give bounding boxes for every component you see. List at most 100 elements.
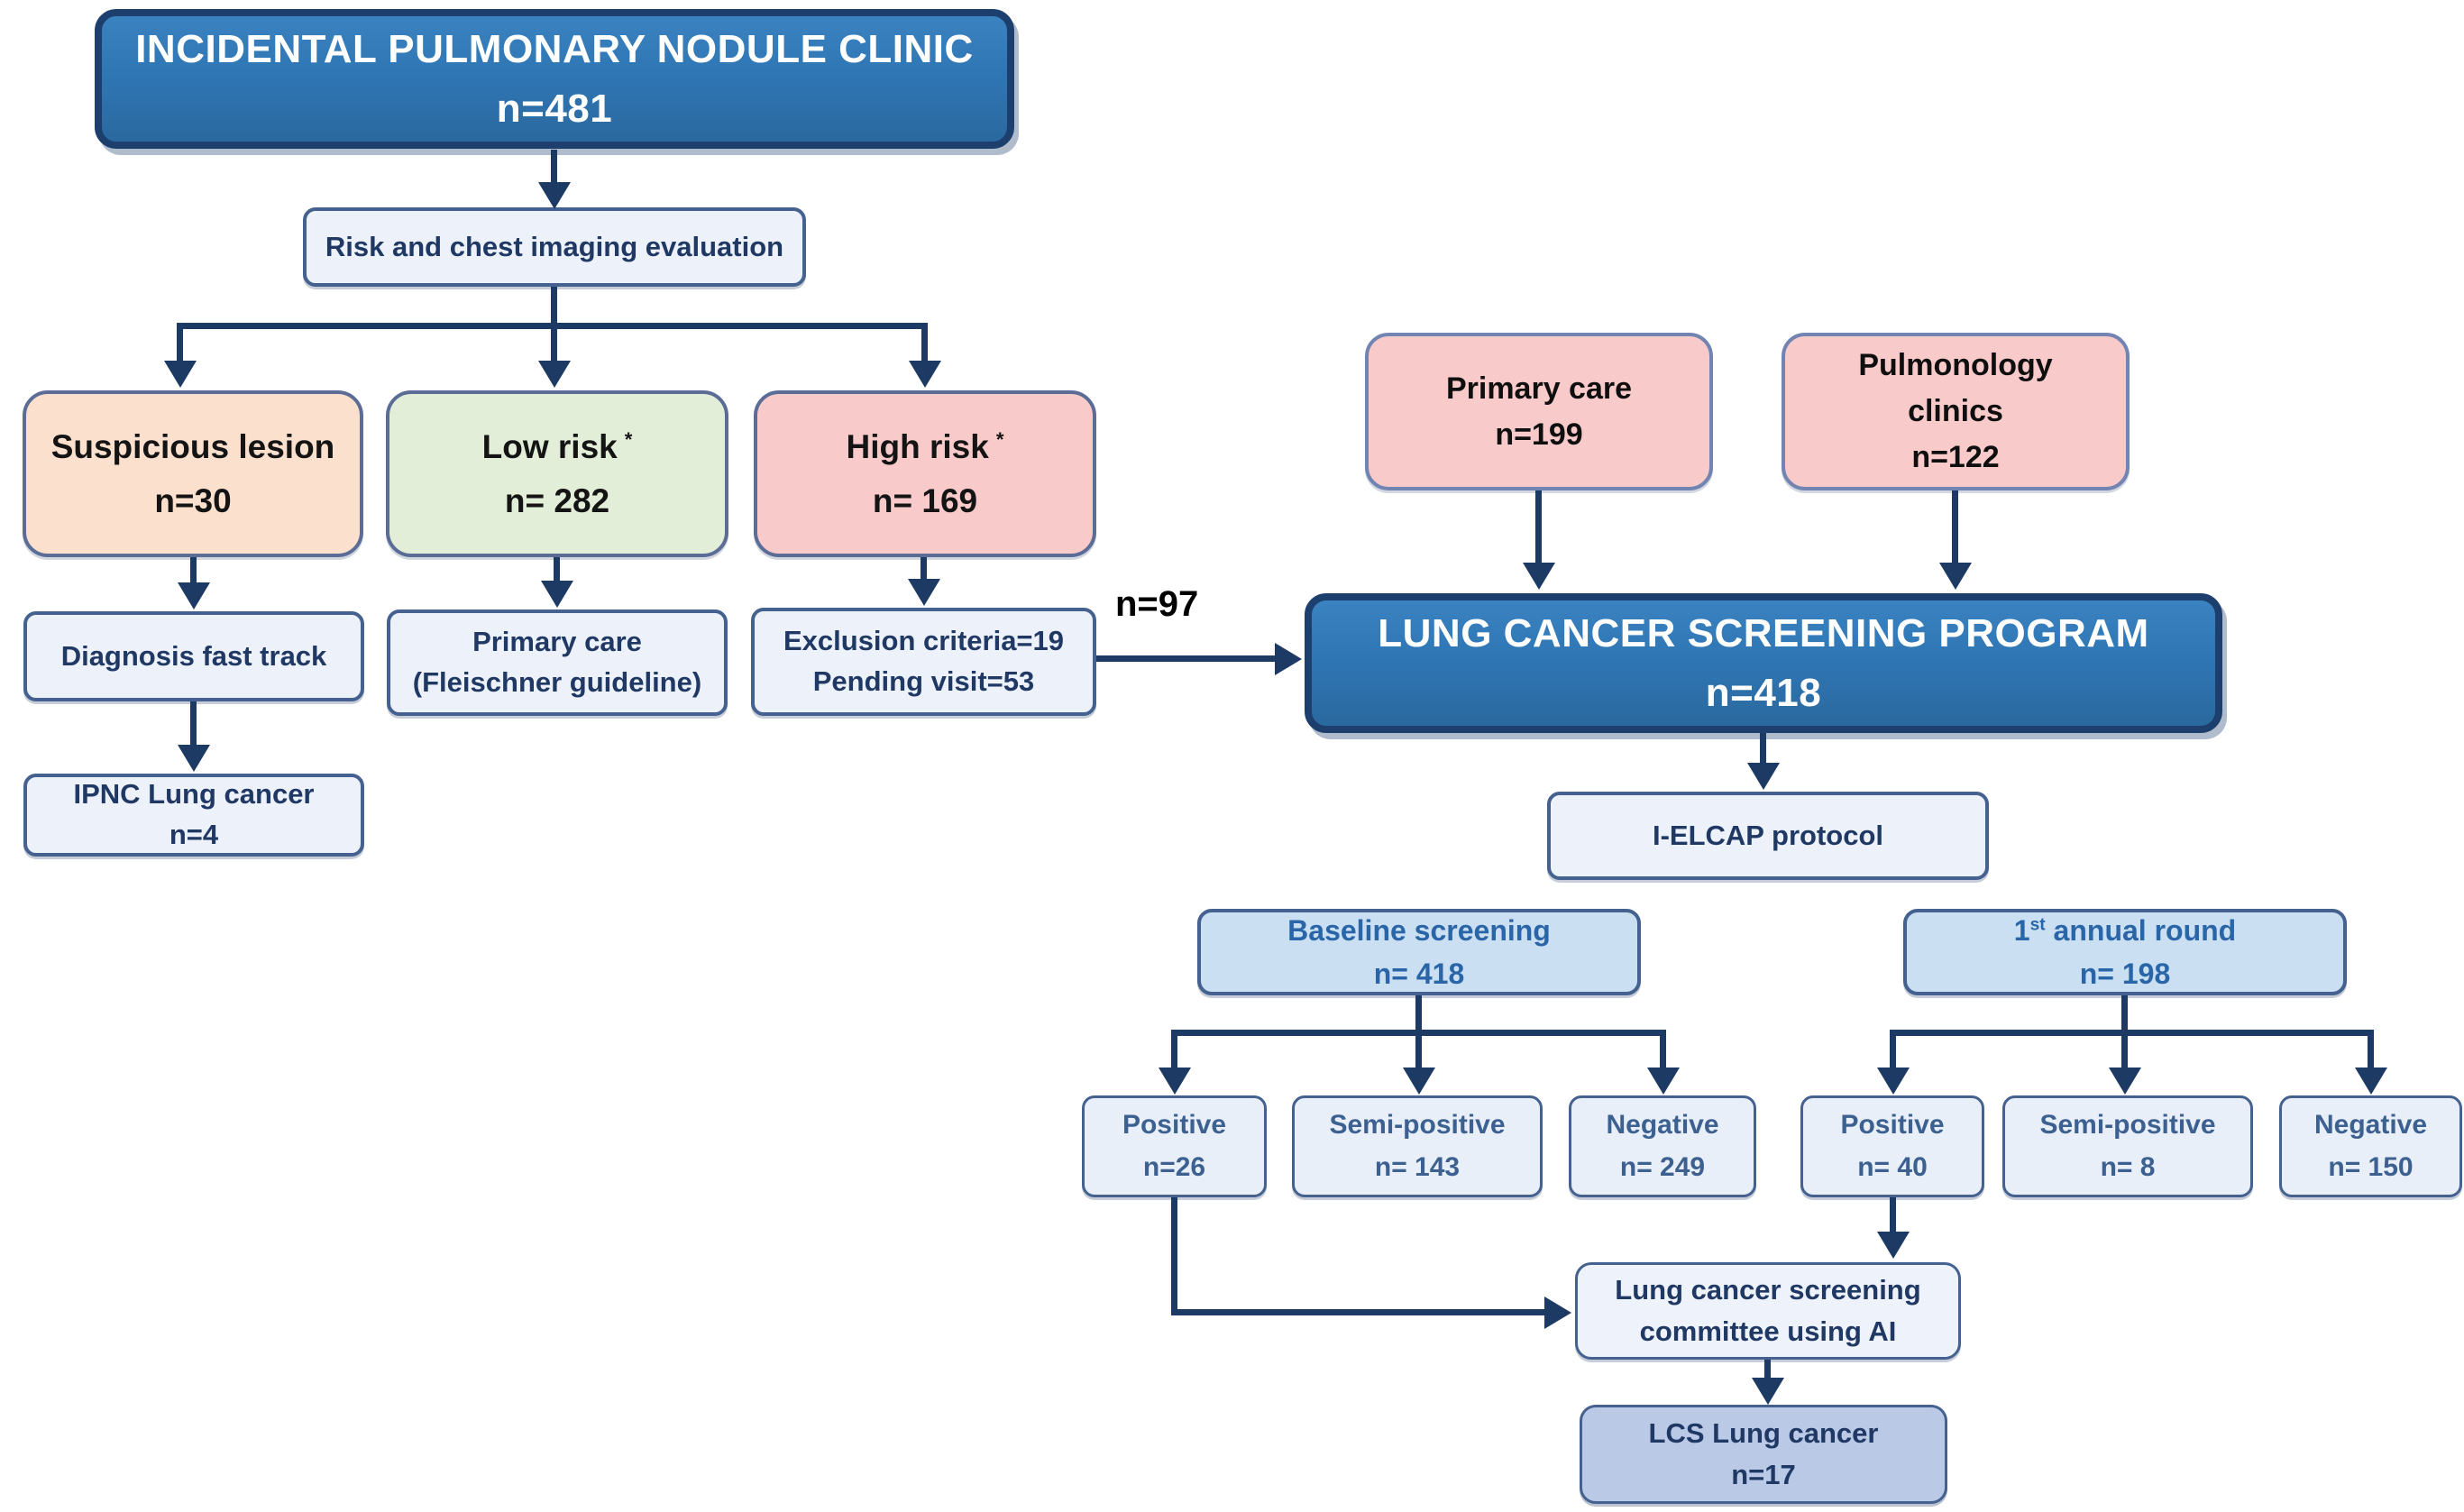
arrowhead-down-icon	[909, 361, 941, 388]
suspicious-lesion-count: n=30	[154, 481, 232, 519]
arrowhead-down-icon	[1159, 1068, 1191, 1095]
arrowhead-right-icon	[1544, 1297, 1571, 1329]
connector-line	[1660, 1030, 1666, 1071]
connector-line	[554, 557, 560, 584]
screening-committee-line1: Lung cancer screening	[1615, 1273, 1921, 1306]
arrowhead-down-icon	[538, 182, 571, 209]
arrowhead-down-icon	[1752, 1378, 1784, 1405]
connector-line	[1890, 1030, 2374, 1036]
baseline-semi-positive-count: n= 143	[1374, 1151, 1461, 1182]
exclusion-criteria-box: Exclusion criteria=19 Pending visit=53	[751, 608, 1096, 716]
lcs-lung-cancer-box: LCS Lung cancer n=17	[1580, 1405, 1947, 1504]
ipnc-clinic-count: n=481	[496, 86, 613, 131]
connector-line	[1415, 1036, 1422, 1071]
baseline-negative-title: Negative	[1606, 1110, 1719, 1140]
first-annual-round-count: n= 198	[2079, 958, 2171, 990]
baseline-screening-box: Baseline screening n= 418	[1197, 909, 1641, 995]
connector-line	[921, 557, 927, 582]
connector-line	[551, 287, 557, 329]
exclusion-criteria-line2: Pending visit=53	[812, 665, 1035, 697]
screening-committee-box: Lung cancer screening committee using AI	[1575, 1262, 1961, 1360]
annual-negative-count: n= 150	[2328, 1151, 2414, 1182]
high-risk-count: n= 169	[872, 481, 978, 519]
annual-positive-count: n= 40	[1857, 1151, 1928, 1182]
n97-flow-label: n=97	[1115, 584, 1199, 624]
low-risk-count: n= 282	[504, 481, 610, 519]
suspicious-lesion-box: Suspicious lesion n=30	[23, 390, 363, 557]
annual-positive-box: Positive n= 40	[1800, 1095, 1984, 1197]
first-annual-number: 1	[2013, 914, 2030, 947]
connector-line	[2121, 1036, 2128, 1071]
first-annual-round-box: 1st annual round n= 198	[1903, 909, 2347, 995]
arrowhead-down-icon	[164, 361, 197, 388]
arrowhead-down-icon	[178, 582, 210, 609]
high-risk-box: High risk* n= 169	[754, 390, 1096, 557]
annual-negative-title: Negative	[2313, 1110, 2428, 1140]
connector-line	[1171, 1197, 1177, 1315]
primary-care-source-box: Primary care n=199	[1365, 333, 1713, 490]
primary-care-fleischner-line2: (Fleischner guideline)	[412, 666, 702, 698]
connector-line	[1890, 1030, 1896, 1071]
baseline-semi-positive-title: Semi-positive	[1329, 1110, 1506, 1140]
primary-care-fleischner-box: Primary care (Fleischner guideline)	[387, 609, 728, 716]
diagnosis-fast-track-box: Diagnosis fast track	[23, 611, 364, 701]
connector-line	[1171, 1030, 1177, 1071]
low-risk-box: Low risk* n= 282	[386, 390, 728, 557]
ipnc-lung-cancer-count: n=4	[169, 819, 219, 850]
baseline-semi-positive-box: Semi-positive n= 143	[1292, 1095, 1543, 1197]
connector-line	[1760, 733, 1766, 766]
first-annual-ordinal: st	[2029, 915, 2046, 935]
annual-positive-title: Positive	[1840, 1110, 1945, 1140]
arrowhead-down-icon	[1877, 1232, 1910, 1259]
pulmonology-clinics-line2: clinics	[1908, 394, 2003, 428]
arrowhead-down-icon	[1523, 563, 1555, 590]
connector-line	[190, 557, 197, 586]
arrowhead-down-icon	[1747, 763, 1780, 790]
baseline-negative-count: n= 249	[1619, 1151, 1706, 1182]
connector-line	[2121, 995, 2128, 1033]
baseline-positive-title: Positive	[1122, 1110, 1227, 1140]
connector-line	[1096, 655, 1278, 662]
high-risk-title: High risk	[846, 428, 989, 466]
connector-line	[1952, 490, 1958, 564]
pulmonology-clinics-count: n=122	[1911, 440, 2000, 474]
low-risk-title: Low risk	[481, 428, 618, 466]
high-risk-title-line: High risk*	[847, 420, 1004, 473]
first-annual-round-title: 1st annual round	[2014, 909, 2236, 952]
high-risk-footnote-marker: *	[995, 427, 1004, 451]
arrowhead-down-icon	[178, 745, 210, 772]
baseline-positive-count: n=26	[1142, 1151, 1206, 1182]
screening-committee-line2: committee using AI	[1639, 1315, 1897, 1347]
risk-evaluation-box: Risk and chest imaging evaluation	[303, 207, 806, 287]
baseline-positive-box: Positive n=26	[1082, 1095, 1267, 1197]
connector-line	[1764, 1360, 1771, 1383]
first-annual-text: annual round	[2045, 914, 2237, 947]
lcs-lung-cancer-line1: LCS Lung cancer	[1648, 1416, 1879, 1449]
ielcap-protocol-label: I-ELCAP protocol	[1652, 819, 1884, 851]
low-risk-title-line: Low risk*	[482, 420, 633, 473]
baseline-screening-count: n= 418	[1373, 958, 1465, 990]
connector-line	[1171, 1030, 1666, 1036]
diagnosis-fast-track-label: Diagnosis fast track	[60, 639, 327, 672]
pulmonology-clinics-line1: Pulmonology	[1858, 348, 2053, 382]
connector-line	[2368, 1030, 2374, 1071]
connector-line	[1890, 1197, 1896, 1235]
baseline-screening-title: Baseline screening	[1287, 914, 1551, 947]
low-risk-footnote-marker: *	[624, 427, 633, 451]
risk-evaluation-label: Risk and chest imaging evaluation	[325, 230, 784, 262]
primary-care-source-count: n=199	[1495, 417, 1583, 452]
pulmonology-clinics-box: Pulmonology clinics n=122	[1782, 333, 2130, 490]
connector-line	[921, 323, 928, 364]
ipnc-lung-cancer-box: IPNC Lung cancer n=4	[23, 774, 364, 857]
annual-negative-box: Negative n= 150	[2279, 1095, 2462, 1197]
connector-line	[1415, 995, 1422, 1033]
connector-line	[177, 323, 183, 364]
arrowhead-down-icon	[1877, 1068, 1910, 1095]
lcsp-title: LUNG CANCER SCREENING PROGRAM	[1378, 610, 2149, 655]
arrowhead-right-icon	[1275, 643, 1302, 675]
lcs-lung-cancer-count: n=17	[1731, 1459, 1796, 1490]
ipnc-clinic-box: INCIDENTAL PULMONARY NODULE CLINIC n=481	[95, 9, 1014, 149]
arrowhead-down-icon	[2355, 1068, 2387, 1095]
arrowhead-down-icon	[538, 361, 571, 388]
connector-line	[1535, 490, 1542, 564]
